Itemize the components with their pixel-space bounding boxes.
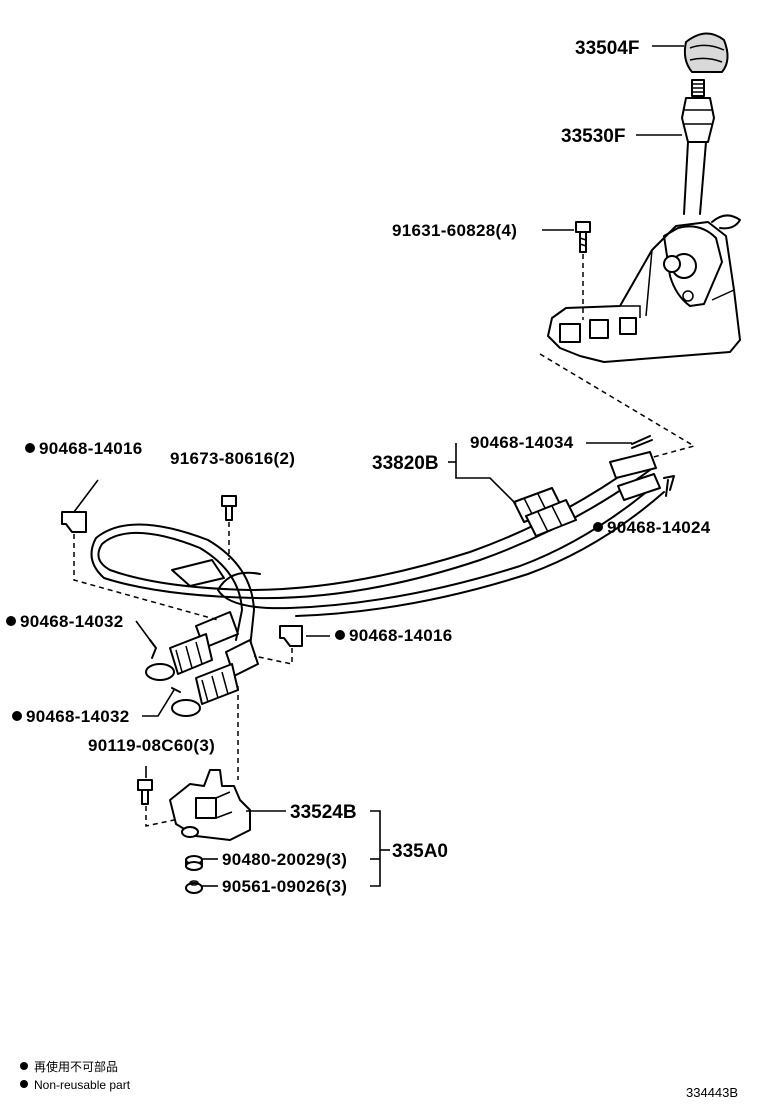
bolt-bracket-dashline [145,806,175,827]
label-bolt-mid: 91673-80616(2) [170,449,295,468]
legend-en: Non-reusable part [34,1078,131,1092]
bracket-33524B [169,769,251,841]
label-clip-mid-right: 90468-14016 [349,626,453,645]
clip-right-icon [663,475,675,497]
legend-bullet-en [20,1080,28,1088]
clip-top-icon [631,435,653,449]
non-reusable-mark-clip-left-2 [12,711,22,721]
shift-base-housing [547,214,741,363]
label-bracket: 33524B [290,802,357,823]
non-reusable-mark-clip-left-1 [6,616,16,626]
label-clip-left-1: 90468-14032 [20,612,124,631]
non-reusable-mark-clip-left-top [25,443,35,453]
label-nut-1: 90480-20029(3) [222,850,347,869]
leader-lines [73,45,684,887]
shift-knob [683,32,729,73]
label-knob: 33504F [575,38,639,59]
bolt-top-icon [575,221,591,253]
label-bolt-top: 91631-60828(4) [392,221,517,240]
label-clip-left-2: 90468-14032 [26,707,130,726]
label-lever: 33530F [561,126,625,147]
label-bolt-bracket: 90119-08C60(3) [88,736,215,755]
label-clip-right: 90468-14024 [607,518,711,537]
legend-jp: 再使用不可部品 [34,1059,118,1074]
label-clip-left-top: 90468-14016 [39,439,143,458]
base-cable-dashline [539,353,696,459]
bolt-bracket-icon [137,779,153,805]
clip-left-top-icon [61,511,87,533]
shift-cables [90,451,665,717]
clip-left-2-icon [171,687,181,693]
diagram-code: 334443B [686,1085,738,1100]
clip-left-1-icon [149,639,157,659]
label-cable-assembly: 33820B [372,453,439,474]
nut-2-icon [185,880,203,894]
label-nut-2: 90561-09026(3) [222,877,347,896]
shift-lever [681,79,715,215]
label-set: 335A0 [392,841,448,862]
clip-mid-right-dashline [253,648,293,665]
legend-bullet-jp [20,1062,28,1070]
clip-mid-right-icon [279,625,303,647]
bolt-mid-icon [221,495,237,521]
nut-1-icon [185,855,203,871]
label-clip-top: 90468-14034 [470,433,574,452]
non-reusable-mark-clip-mid-right [335,630,345,640]
clip-left-top-dashline [73,534,219,621]
non-reusable-mark-clip-right [593,522,603,532]
